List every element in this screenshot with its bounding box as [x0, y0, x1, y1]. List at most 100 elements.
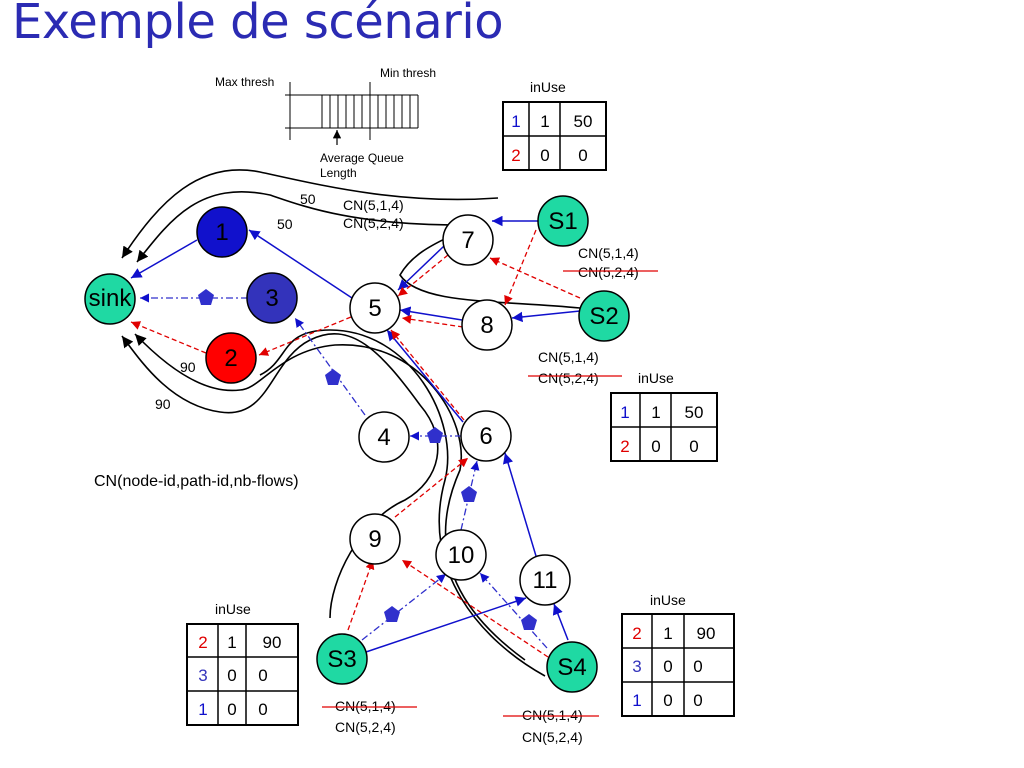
table-cell: 2: [632, 624, 641, 643]
cn-s2-b: CN(5,2,4): [578, 264, 639, 280]
node-s4: S4: [546, 641, 598, 693]
table-cell: 50: [685, 403, 704, 422]
probe-pentagon: [325, 369, 341, 385]
cn-mid-b: CN(5,2,4): [538, 370, 599, 386]
table-cell: 0: [540, 146, 549, 165]
cn-s3-a: CN(5,1,4): [335, 698, 396, 714]
node-s1-label: S1: [548, 208, 577, 235]
node-s3: S3: [316, 633, 368, 685]
inuse-table-s1: inUse 1 1 50 2 0 0: [502, 79, 607, 171]
probe-pentagon: [198, 289, 214, 305]
probe-pentagon: [461, 486, 477, 502]
table-cell: 2: [620, 437, 629, 456]
node-4: 4: [358, 411, 410, 463]
inuse-table-s4: inUse 2 1 90 3 0 0 1 0 0: [621, 592, 735, 717]
table-cell: 90: [697, 624, 716, 643]
table-cell: 1: [511, 112, 520, 131]
node-6: 6: [460, 410, 512, 462]
inuse-table-s3: inUse 2 1 90 3 0 0 1 0 0: [186, 601, 299, 726]
cn-s3-b: CN(5,2,4): [335, 719, 396, 735]
path-90-mid: [259, 329, 546, 677]
table-cell: 1: [198, 700, 207, 719]
table-cell: 1: [540, 112, 549, 131]
path-label-90a: 90: [180, 359, 196, 375]
table-cell: 0: [258, 700, 267, 719]
table-cell: 1: [651, 403, 660, 422]
table-cell: 0: [258, 666, 267, 685]
table-cell: 3: [198, 666, 207, 685]
node-sink: sink: [84, 273, 136, 325]
probe-pentagon: [427, 427, 443, 443]
cn-legend: CN(node-id,path-id,nb-flows): [94, 473, 299, 490]
table-cell: 3: [632, 657, 641, 676]
node-s2-label: S2: [589, 303, 618, 330]
table-cell: 0: [227, 666, 236, 685]
table-title: inUse: [638, 370, 674, 386]
table-cell: 0: [227, 700, 236, 719]
table-title: inUse: [530, 79, 566, 95]
node-11-label: 11: [533, 567, 558, 594]
node-2: 2: [205, 332, 257, 384]
probe-pentagon: [521, 614, 537, 630]
table-cell: 1: [663, 624, 672, 643]
cn-messages: CN(5,1,4) CN(5,2,4) CN(5,1,4) CN(5,2,4) …: [94, 197, 658, 745]
node-11: 11: [519, 554, 571, 606]
page-title: Exemple de scénario: [12, 0, 504, 50]
path-50-outer: [121, 169, 499, 259]
path-label-50a: 50: [300, 191, 316, 207]
table-cell: 1: [227, 633, 236, 652]
cn-s4-a: CN(5,1,4): [522, 707, 583, 723]
node-4-label: 4: [377, 424, 390, 451]
node-10: 10: [435, 529, 487, 581]
node-10-label: 10: [448, 542, 475, 569]
node-9: 9: [349, 513, 401, 565]
min-thresh-label: Min thresh: [380, 66, 436, 80]
path-outlines: [121, 169, 581, 677]
max-thresh-label: Max thresh: [215, 75, 274, 89]
node-6-label: 6: [479, 423, 492, 450]
path-label-90b: 90: [155, 396, 171, 412]
avg-queue-label-2: Length: [320, 166, 357, 180]
probe-pentagon: [384, 606, 400, 622]
cn-s2-a: CN(5,1,4): [578, 245, 639, 261]
cn-mid-a: CN(5,1,4): [538, 349, 599, 365]
table-title: inUse: [650, 592, 686, 608]
table-cell: 1: [632, 691, 641, 710]
node-sink-label: sink: [89, 285, 133, 312]
cn-top-a: CN(5,1,4): [343, 197, 404, 213]
table-cell: 2: [511, 146, 520, 165]
table-title: inUse: [215, 601, 251, 617]
node-s3-label: S3: [327, 646, 356, 673]
avg-queue-label-1: Average Queue: [320, 151, 404, 165]
node-2-label: 2: [224, 345, 237, 372]
inuse-table-s2: inUse 1 1 50 2 0 0: [610, 370, 718, 462]
node-s1: S1: [537, 195, 589, 247]
node-3-label: 3: [265, 285, 278, 312]
node-1-label: 1: [215, 219, 228, 246]
cn-s4-b: CN(5,2,4): [522, 729, 583, 745]
table-cell: 0: [689, 437, 698, 456]
node-7: 7: [442, 214, 494, 266]
table-cell: 2: [198, 633, 207, 652]
table-cell: 0: [663, 657, 672, 676]
table-cell: 0: [663, 691, 672, 710]
path-label-50b: 50: [277, 216, 293, 232]
table-cell: 0: [693, 657, 702, 676]
red-links: [130, 229, 581, 658]
node-s4-label: S4: [557, 654, 586, 681]
table-cell: 0: [651, 437, 660, 456]
queue-legend: Max thresh Min thresh Average Queue Leng…: [215, 66, 436, 180]
node-s2: S2: [578, 290, 630, 342]
node-3: 3: [246, 272, 298, 324]
node-5-label: 5: [368, 295, 381, 322]
table-cell: 0: [578, 146, 587, 165]
node-9-label: 9: [368, 526, 381, 553]
path-90-outer: [121, 333, 439, 619]
probe-markers: [198, 289, 537, 630]
cn-top-b: CN(5,2,4): [343, 215, 404, 231]
table-cell: 50: [574, 112, 593, 131]
blue-links: [130, 215, 581, 653]
node-8: 8: [461, 299, 513, 351]
node-1: 1: [196, 206, 248, 258]
